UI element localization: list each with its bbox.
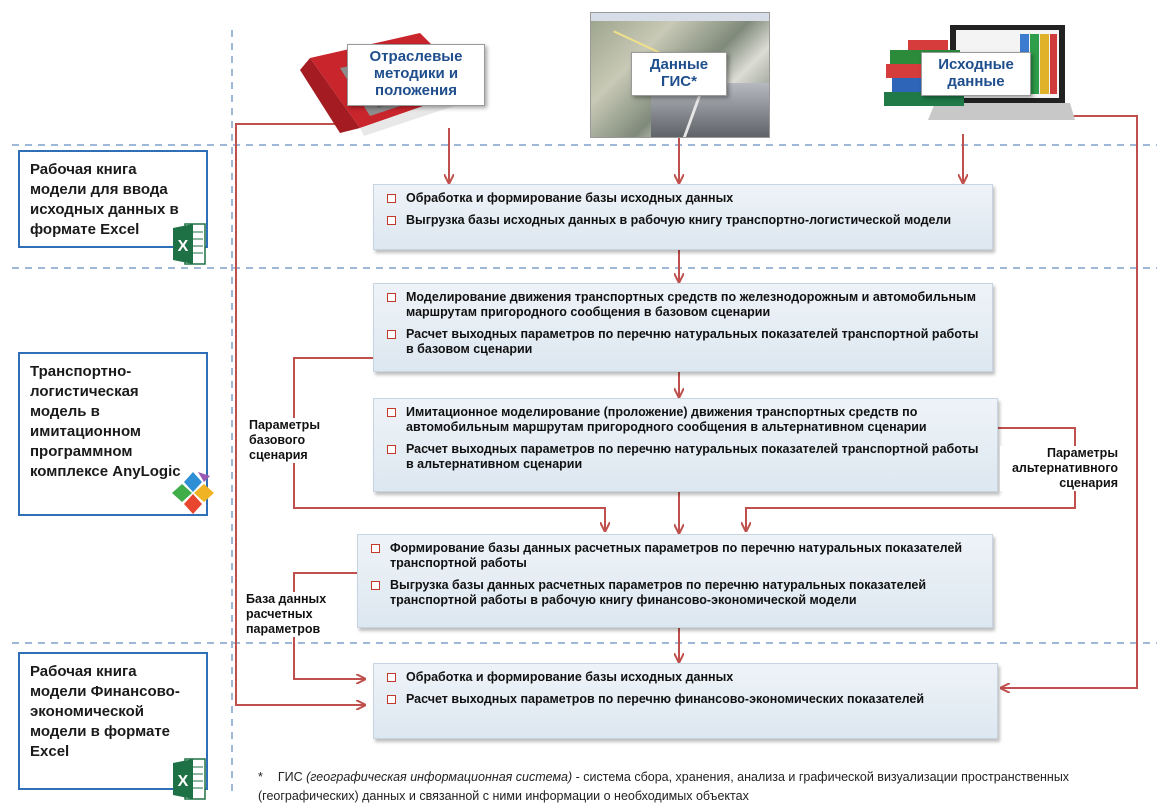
excel-icon: X [173, 222, 207, 266]
bullet-square-icon [387, 330, 396, 339]
bullet-square-icon [387, 408, 396, 417]
label-db-params: База данных расчетных параметров [246, 592, 346, 637]
bullet-square-icon [387, 445, 396, 454]
process-item-text: Моделирование движения транспортных сред… [406, 290, 976, 319]
process-item: Обработка и формирование базы исходных д… [384, 191, 982, 206]
process-item: Расчет выходных параметров по перечню на… [384, 442, 987, 472]
bullet-square-icon [387, 695, 396, 704]
footnote-marker: * [258, 770, 263, 784]
arrow-base-params [293, 357, 605, 530]
process-item-text: Выгрузка базы данных расчетных параметро… [390, 578, 927, 607]
footnote-expansion: (географическая информационная система) [306, 770, 573, 784]
process-item-text: Формирование базы данных расчетных парам… [390, 541, 963, 570]
side-anylogic: Транспортно-логистическая модель в имита… [18, 352, 208, 516]
footnote: * ГИС (географическая информационная сис… [258, 768, 1138, 806]
label-alt-params: Параметры альтернативного сценария [1000, 446, 1118, 491]
process-item-text: Обработка и формирование базы исходных д… [406, 191, 734, 205]
process-block-4: Формирование базы данных расчетных парам… [357, 534, 993, 628]
process-item: Обработка и формирование базы исходных д… [384, 670, 987, 685]
bullet-square-icon [387, 673, 396, 682]
bullet-square-icon [371, 581, 380, 590]
process-item: Расчет выходных параметров по перечню на… [384, 327, 982, 357]
process-item-text: Имитационное моделирование (проложение) … [406, 405, 927, 434]
bullet-square-icon [387, 216, 396, 225]
footnote-text: - система сбора, хранения, анализа и гра… [258, 770, 1070, 803]
side-anylogic-text: Транспортно-логистическая модель в имита… [30, 363, 181, 480]
svg-text:X: X [178, 773, 189, 790]
process-item: Выгрузка базы исходных данных в рабочую … [384, 213, 982, 228]
bullet-square-icon [387, 293, 396, 302]
side-excel-input: Рабочая книга модели для ввода исходных … [18, 150, 208, 248]
footnote-term: ГИС [277, 770, 303, 784]
process-block-1: Обработка и формирование базы исходных д… [373, 184, 993, 250]
process-item: Имитационное моделирование (проложение) … [384, 405, 987, 435]
source-gis-label: Данные ГИС* [631, 52, 727, 96]
svg-text:X: X [178, 238, 189, 255]
process-item: Формирование базы данных расчетных парам… [368, 541, 982, 571]
process-item-text: Обработка и формирование базы исходных д… [406, 670, 734, 684]
side-excel-input-text: Рабочая книга модели для ввода исходных … [30, 161, 179, 238]
arrow-methods-to-b5 [235, 123, 364, 705]
process-item-text: Выгрузка базы исходных данных в рабочую … [406, 213, 952, 227]
bullet-square-icon [387, 194, 396, 203]
label-base-params: Параметры базового сценария [249, 418, 339, 463]
anylogic-logo-icon [170, 470, 216, 516]
arrow-alt-params [746, 427, 1076, 530]
process-block-2: Моделирование движения транспортных сред… [373, 283, 993, 372]
side-excel-finance-text: Рабочая книга модели Финансово-экономиче… [30, 663, 180, 760]
process-item-text: Расчет выходных параметров по перечню на… [406, 442, 979, 471]
bullet-square-icon [371, 544, 380, 553]
process-item: Выгрузка базы данных расчетных параметро… [368, 578, 982, 608]
arrow-input-to-b5 [1002, 115, 1138, 688]
process-item-text: Расчет выходных параметров по перечню фи… [406, 692, 925, 706]
process-block-3: Имитационное моделирование (проложение) … [373, 398, 998, 492]
source-methods-label: Отраслевые методики и положения [347, 44, 485, 106]
process-item: Моделирование движения транспортных сред… [384, 290, 982, 320]
excel-icon: X [173, 757, 207, 801]
section-dividers [12, 30, 1157, 795]
process-item: Расчет выходных параметров по перечню фи… [384, 692, 987, 707]
side-excel-finance: Рабочая книга модели Финансово-экономиче… [18, 652, 208, 790]
process-item-text: Расчет выходных параметров по перечню на… [406, 327, 979, 356]
source-input-label: Исходные данные [921, 52, 1031, 96]
process-block-5: Обработка и формирование базы исходных д… [373, 663, 998, 739]
